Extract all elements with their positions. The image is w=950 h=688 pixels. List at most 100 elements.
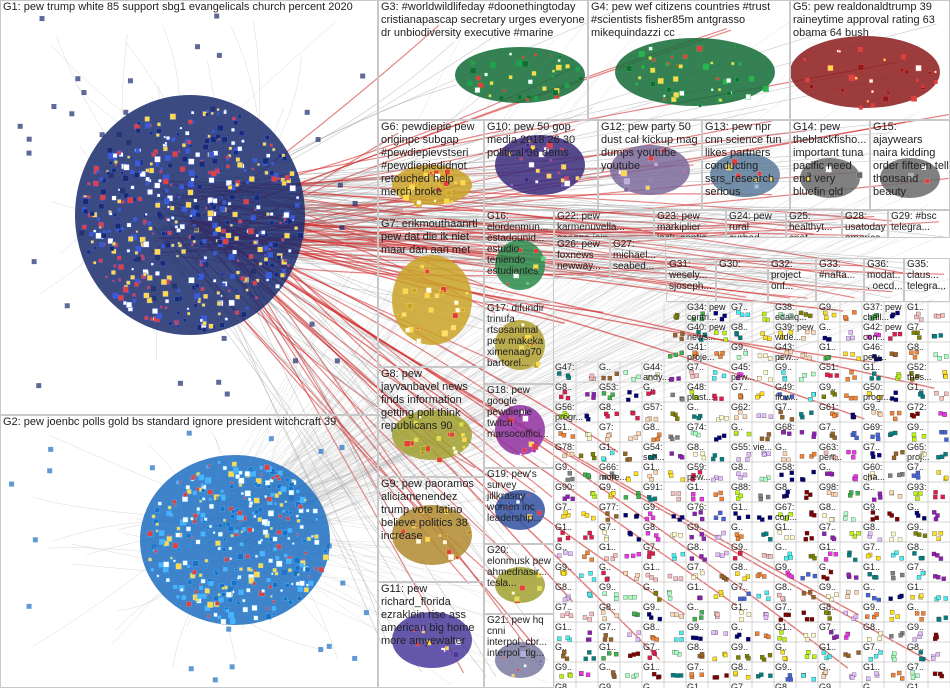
node[interactable]	[781, 430, 785, 434]
node[interactable]	[735, 572, 739, 576]
node[interactable]	[867, 637, 871, 641]
node[interactable]	[745, 457, 749, 461]
node[interactable]	[805, 655, 809, 659]
node[interactable]	[675, 613, 679, 617]
node[interactable]	[931, 657, 935, 661]
node[interactable]	[734, 671, 738, 675]
node[interactable]	[911, 676, 915, 680]
node[interactable]	[611, 393, 615, 397]
node[interactable]	[894, 391, 898, 395]
node[interactable]	[875, 612, 879, 616]
node[interactable]	[762, 453, 766, 457]
node[interactable]	[896, 311, 900, 315]
node[interactable]	[944, 438, 948, 442]
node[interactable]	[629, 437, 633, 441]
node[interactable]	[720, 497, 724, 501]
node[interactable]	[919, 657, 923, 661]
node[interactable]	[699, 338, 703, 342]
node[interactable]	[692, 575, 696, 579]
node[interactable]	[936, 652, 940, 656]
node[interactable]	[703, 333, 707, 337]
node[interactable]	[673, 333, 677, 337]
node[interactable]	[631, 554, 635, 558]
node[interactable]	[563, 598, 567, 602]
node[interactable]	[722, 434, 726, 438]
node[interactable]	[718, 511, 722, 515]
node[interactable]	[768, 653, 772, 657]
node[interactable]	[799, 311, 803, 315]
node[interactable]	[588, 531, 592, 535]
node[interactable]	[878, 538, 882, 542]
node[interactable]	[915, 350, 919, 354]
node[interactable]	[865, 615, 869, 619]
node[interactable]	[586, 473, 590, 477]
node[interactable]	[674, 353, 678, 357]
node[interactable]	[560, 674, 564, 678]
node[interactable]	[744, 351, 748, 355]
node[interactable]	[626, 674, 630, 678]
node[interactable]	[769, 378, 773, 382]
node[interactable]	[778, 530, 782, 534]
node[interactable]	[853, 558, 857, 562]
node[interactable]	[628, 457, 632, 461]
node[interactable]	[610, 451, 614, 455]
node[interactable]	[876, 437, 880, 441]
node[interactable]	[743, 577, 747, 581]
node[interactable]	[694, 636, 698, 640]
node[interactable]	[719, 491, 723, 495]
node[interactable]	[692, 317, 696, 321]
node[interactable]	[698, 596, 702, 600]
node[interactable]	[811, 595, 815, 599]
node[interactable]	[657, 433, 661, 437]
node[interactable]	[699, 510, 703, 514]
node[interactable]	[566, 636, 570, 640]
node[interactable]	[846, 595, 850, 599]
node[interactable]	[570, 477, 574, 481]
node[interactable]	[607, 651, 611, 655]
node[interactable]	[636, 637, 640, 641]
node[interactable]	[788, 673, 792, 677]
node[interactable]	[637, 537, 641, 541]
node[interactable]	[917, 533, 921, 537]
node[interactable]	[824, 670, 828, 674]
node[interactable]	[894, 452, 898, 456]
node[interactable]	[829, 517, 833, 521]
node[interactable]	[648, 656, 652, 660]
node[interactable]	[590, 612, 594, 616]
node[interactable]	[920, 617, 924, 621]
node[interactable]	[569, 674, 573, 678]
node[interactable]	[835, 374, 839, 378]
node[interactable]	[780, 415, 784, 419]
node[interactable]	[561, 614, 565, 618]
node[interactable]	[823, 311, 827, 315]
node[interactable]	[898, 494, 902, 498]
node[interactable]	[868, 532, 872, 536]
node[interactable]	[875, 672, 879, 676]
node[interactable]	[589, 571, 593, 575]
node[interactable]	[889, 597, 893, 601]
node[interactable]	[809, 411, 813, 415]
node[interactable]	[738, 551, 742, 555]
node[interactable]	[602, 376, 606, 380]
node[interactable]	[698, 470, 702, 474]
node[interactable]	[583, 536, 587, 540]
node[interactable]	[843, 352, 847, 356]
node[interactable]	[811, 330, 815, 334]
node[interactable]	[680, 351, 684, 355]
node[interactable]	[629, 595, 633, 599]
node[interactable]	[692, 415, 696, 419]
node[interactable]	[655, 373, 659, 377]
node[interactable]	[846, 590, 850, 594]
node[interactable]	[591, 516, 595, 520]
node[interactable]	[679, 631, 683, 635]
node[interactable]	[636, 375, 640, 379]
node[interactable]	[918, 492, 922, 496]
node[interactable]	[747, 592, 751, 596]
node[interactable]	[846, 377, 850, 381]
node[interactable]	[740, 610, 744, 614]
node[interactable]	[565, 657, 569, 661]
node[interactable]	[690, 535, 694, 539]
node[interactable]	[914, 492, 918, 496]
node[interactable]	[897, 411, 901, 415]
node[interactable]	[736, 310, 740, 314]
